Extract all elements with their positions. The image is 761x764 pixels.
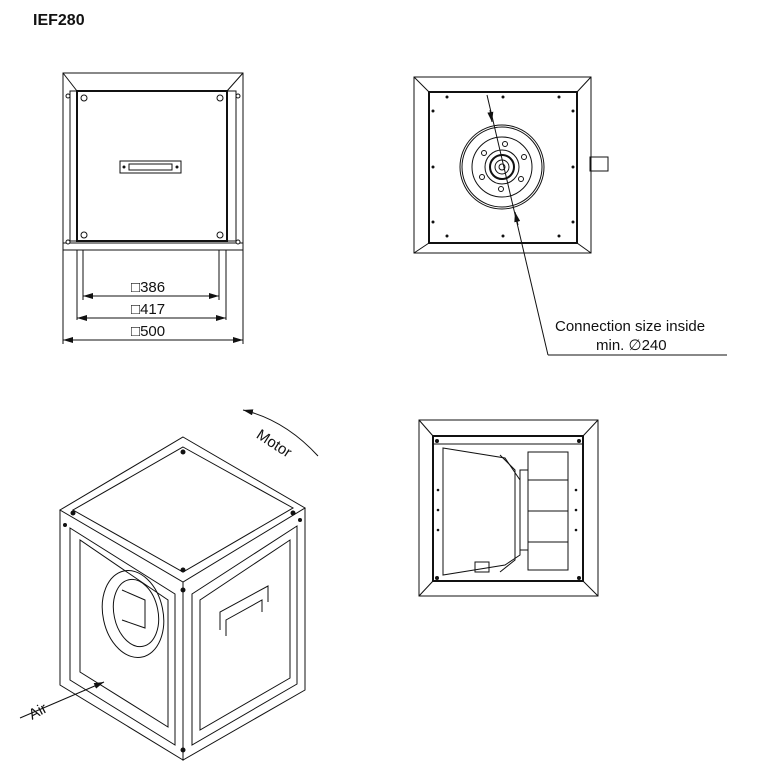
connection-size-label: Connection size inside: [555, 318, 705, 335]
inlet-view: Connection size inside min. ∅240: [413, 76, 727, 356]
handle-icon: [219, 585, 269, 636]
connection-size-value: min. ∅240: [596, 337, 667, 354]
handle-icon: [119, 160, 182, 174]
section-view: [418, 419, 599, 597]
front-view: □386 □417 □500: [62, 72, 244, 344]
drawing-title: IEF280: [33, 12, 85, 29]
airflow-label: Air: [26, 700, 50, 724]
dimension-386: □386: [131, 279, 165, 296]
inlet-ring-icon: [101, 570, 165, 658]
dimension-500: □500: [131, 323, 165, 340]
isometric-view: Motor Air: [19, 409, 319, 761]
dimension-417: □417: [131, 301, 165, 318]
screw-icons: [65, 93, 241, 245]
fan-inlet-icon: [459, 124, 545, 210]
motor-rotation-label: Motor: [253, 426, 294, 461]
